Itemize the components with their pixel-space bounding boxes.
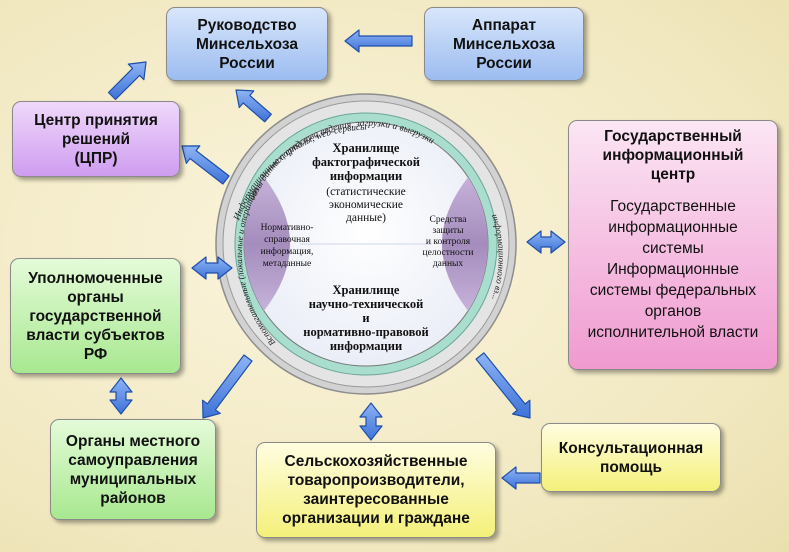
selsko-line-1: Сельскохозяйственные xyxy=(284,453,468,470)
left-lens-line-2: справочная xyxy=(264,235,310,245)
upoln-line-2: органы xyxy=(67,288,124,306)
konsult-line-2: помощь xyxy=(600,458,662,476)
arrow-circle-to-konsult xyxy=(475,352,531,419)
organy-line-4: районов xyxy=(100,489,166,507)
gic-body-line-3: системы xyxy=(642,240,704,257)
gic-title-line-3: центр xyxy=(650,166,696,183)
selsko-box: Сельскохозяйственные товаропроизводители… xyxy=(256,442,496,538)
upoln-line-3: государственной xyxy=(29,307,162,325)
konsult-line-1: Консультационная xyxy=(558,439,704,457)
gic-body-line-6: органов xyxy=(644,303,702,320)
gic-title-line-1: Государственный xyxy=(604,128,742,145)
right-lens-line-5: данных xyxy=(433,259,464,269)
lower-line-5: информации xyxy=(330,339,402,353)
arrow-circle-gic xyxy=(526,230,566,254)
apparat-box: Аппарат Минсельхоза России xyxy=(424,7,584,81)
gic-title-line-2: информационный xyxy=(602,147,744,164)
upper-title-line-3: информации xyxy=(330,169,402,183)
arrow-circle-upoln xyxy=(191,256,233,280)
upoln-line-1: Уполномоченные xyxy=(28,269,163,287)
rukovodstvo-line-1: Руководство xyxy=(197,16,297,34)
organy-line-3: муниципальных xyxy=(69,470,197,488)
cpr-line-1: Центр принятия xyxy=(34,111,158,129)
rukovodstvo-line-2: Минсельхоза xyxy=(195,35,299,53)
gic-body-line-4: Информационные xyxy=(606,261,739,278)
upper-sub-line-1: (статистические xyxy=(326,186,406,198)
organy-line-2: самоуправления xyxy=(68,451,198,469)
lower-line-2: научно-технической xyxy=(309,297,424,311)
arrow-konsult-to-selsko xyxy=(501,466,541,490)
left-lens-line-4: метаданные xyxy=(263,259,312,269)
arrow-circle-selsko xyxy=(359,402,383,441)
organy-line-1: Органы местного xyxy=(65,432,201,450)
organy-box: Органы местного самоуправления муниципал… xyxy=(50,419,216,520)
apparat-line-1: Аппарат xyxy=(471,16,537,34)
gic-body-line-5: системы федеральных xyxy=(589,282,757,299)
left-lens-line-1: Нормативно- xyxy=(261,223,314,233)
konsult-box: Консультационная помощь xyxy=(541,423,721,492)
rukovodstvo-line-3: России xyxy=(219,54,275,72)
arrow-upoln-organy xyxy=(109,377,133,415)
lower-storage-text: Хранилищенаучно-техническойинормативно-п… xyxy=(303,283,428,353)
cpr-line-3: (ЦПР) xyxy=(74,149,118,167)
gic-body: Государственные информационные системы И… xyxy=(588,196,759,343)
cpr-box: Центр принятия решений (ЦПР) xyxy=(12,101,180,177)
gic-title: Государственный информационный центр xyxy=(603,127,744,184)
upper-sub-line-3: данные) xyxy=(346,212,386,224)
arrow-circle-to-cpr xyxy=(181,145,230,185)
lower-line-1: Хранилище xyxy=(333,283,400,297)
selsko-line-3: заинтересованные xyxy=(303,491,449,508)
selsko-line-4: организации и граждане xyxy=(282,510,470,527)
lower-line-3: и xyxy=(362,311,369,325)
right-lens-line-3: и контроля xyxy=(426,237,471,247)
apparat-line-3: России xyxy=(476,54,532,72)
lower-line-4: нормативно-правовой xyxy=(303,325,428,339)
arrow-apparat-to-rukovodstvo xyxy=(344,29,413,53)
arrow-cpr-to-rukovodstvo xyxy=(107,61,147,101)
upper-title-line-1: Хранилище xyxy=(333,141,400,155)
right-lens-line-2: защиты xyxy=(433,226,465,236)
right-lens-line-1: Средства xyxy=(430,215,468,225)
gic-box: Государственный информационный центр Гос… xyxy=(568,120,778,370)
left-lens-line-3: информация, xyxy=(261,246,314,257)
upoln-box: Уполномоченные органы государственной вл… xyxy=(10,258,181,374)
upper-title-line-2: фактографической xyxy=(312,155,420,169)
gic-body-line-7: исполнительной власти xyxy=(587,324,759,341)
arrow-circle-to-organy xyxy=(202,354,253,419)
upper-sub-line-2: экономические xyxy=(329,199,403,211)
upoln-line-5: РФ xyxy=(83,345,108,363)
arrow-circle-to-rukovodstvo xyxy=(235,89,272,123)
rukovodstvo-box: Руководство Минсельхоза России xyxy=(166,7,328,81)
selsko-line-2: товаропроизводители, xyxy=(287,472,465,489)
gic-body-line-1: Государственные xyxy=(610,198,736,215)
cpr-line-2: решений xyxy=(61,130,131,148)
upoln-line-4: власти субъектов xyxy=(26,326,165,344)
apparat-line-2: Минсельхоза xyxy=(452,35,556,53)
gic-body-line-2: информационные xyxy=(608,219,738,236)
right-lens-line-4: целостности xyxy=(423,248,474,258)
